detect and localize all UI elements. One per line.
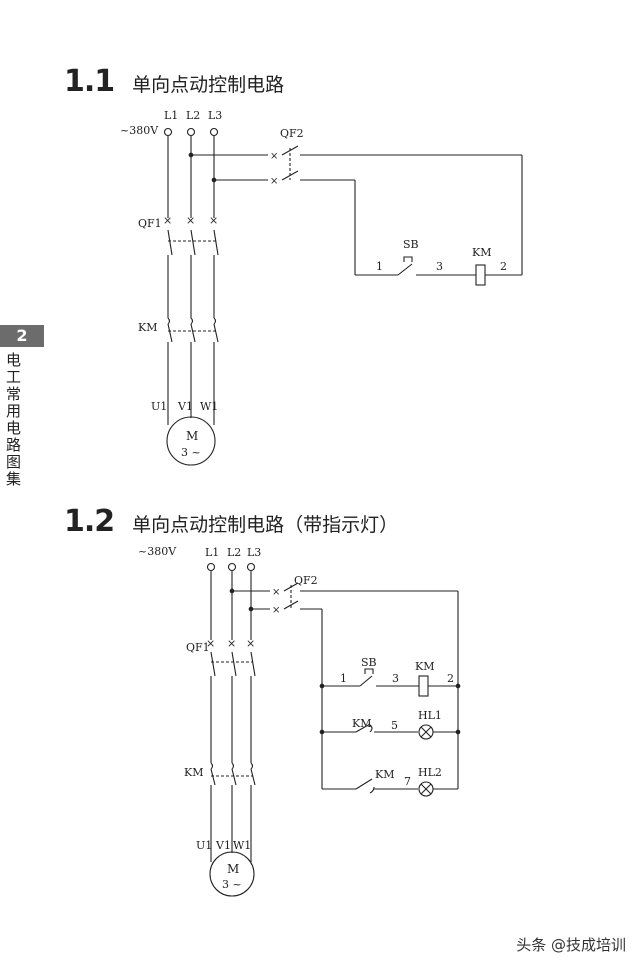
d2-node-3: 3 xyxy=(392,672,399,685)
d2-node-5: 5 xyxy=(391,719,398,732)
section-2-number: 1.2 xyxy=(64,504,115,539)
d1-l1-label: L1 xyxy=(164,109,178,122)
chapter-number-tab: 2 xyxy=(0,325,44,347)
d1-node-2: 2 xyxy=(500,260,507,273)
d2-node-1: 1 xyxy=(340,672,347,685)
section-1-title: 单向点动控制电路 xyxy=(132,74,285,96)
d2-coil-label: KM xyxy=(415,660,434,673)
watermark-text: 头条 @技成培训 xyxy=(516,936,626,954)
svg-text:×: × xyxy=(270,151,278,162)
d1-v1: V1 xyxy=(177,400,193,413)
d1-sb-button xyxy=(403,256,413,262)
d1-terminal-l1 xyxy=(163,127,173,137)
d2-sb-label: SB xyxy=(361,656,377,669)
chapter-title: 电工常用电路图集 xyxy=(6,351,22,488)
svg-text:×: × xyxy=(246,637,255,650)
d1-l2-label: L2 xyxy=(186,109,200,122)
d2-l2-label: L2 xyxy=(227,546,241,559)
d1-sb-contact xyxy=(397,263,413,276)
svg-text:×: × xyxy=(272,587,280,598)
d1-motor xyxy=(166,416,216,466)
section-1-number: 1.1 xyxy=(64,64,115,99)
d2-node-2: 2 xyxy=(447,672,454,685)
svg-text:×: × xyxy=(209,214,218,227)
d2-km-aux-1 xyxy=(355,723,371,733)
section-2-heading: 1.2 单向点动控制电路（带指示灯） xyxy=(64,504,398,539)
d2-node-7: 7 xyxy=(404,775,411,788)
d2-v1: V1 xyxy=(215,839,231,852)
d1-w1: W1 xyxy=(200,400,218,413)
d2-qf1-blade-1 xyxy=(210,651,216,677)
d2-hl2-label: HL2 xyxy=(418,766,442,779)
d2-terminal-l2 xyxy=(227,562,237,572)
d1-km-contact-1 xyxy=(167,323,173,343)
d2-u1: U1 xyxy=(196,839,212,852)
d2-qf1-label: QF1 xyxy=(186,641,210,654)
d1-terminal-l3 xyxy=(209,127,219,137)
d2-sb-button xyxy=(364,668,374,674)
d2-w1: W1 xyxy=(233,839,251,852)
diagram-1: ~380V L1 L2 L3 × × QF2 SB KM xyxy=(120,109,523,466)
d2-motor xyxy=(209,851,255,897)
d2-motor-label: M xyxy=(227,862,239,876)
d1-qf1-blade-1 xyxy=(167,229,173,256)
d2-l1-label: L1 xyxy=(205,546,219,559)
svg-text:×: × xyxy=(270,176,278,187)
d1-u1: U1 xyxy=(151,400,167,413)
d2-terminal-l1 xyxy=(206,562,216,572)
svg-text:×: × xyxy=(163,214,172,227)
d2-sb-contact xyxy=(359,675,373,687)
watermark: 头条 @技成培训 xyxy=(516,934,626,955)
d2-km-aux-2 xyxy=(355,778,373,790)
d2-qf2-label: QF2 xyxy=(294,574,318,587)
svg-text:×: × xyxy=(272,605,280,616)
d1-coil-label: KM xyxy=(472,246,491,259)
d2-aux1-label: KM xyxy=(352,717,371,730)
d1-motor-sub: 3 ~ xyxy=(181,446,201,459)
section-2-title: 单向点动控制电路（带指示灯） xyxy=(132,514,399,536)
d1-l3-label: L3 xyxy=(208,109,222,122)
d2-terminal-l3 xyxy=(246,562,256,572)
d1-voltage: ~380V xyxy=(120,124,159,137)
d2-hl1-label: HL1 xyxy=(418,709,442,722)
svg-text:×: × xyxy=(186,214,195,227)
d2-km-label: KM xyxy=(184,766,203,779)
svg-text:×: × xyxy=(206,637,215,650)
d1-sb-label: SB xyxy=(403,238,419,251)
d2-km-coil xyxy=(418,675,429,697)
d1-terminal-l2 xyxy=(186,127,196,137)
d1-km-label: KM xyxy=(138,321,157,334)
d1-qf2-label: QF2 xyxy=(280,127,304,140)
d1-km-coil xyxy=(475,264,486,286)
d2-voltage: ~380V xyxy=(138,545,177,558)
d1-node-1: 1 xyxy=(376,260,383,273)
d2-motor-sub: 3 ~ xyxy=(222,878,242,891)
d2-km-contact-1 xyxy=(210,768,216,786)
d1-node-3: 3 xyxy=(436,260,443,273)
section-1-heading: 1.1 单向点动控制电路 xyxy=(64,64,284,99)
svg-text:×: × xyxy=(227,637,236,650)
d1-motor-label: M xyxy=(186,429,198,443)
d1-qf1-label: QF1 xyxy=(138,217,162,230)
d2-aux2-label: KM xyxy=(375,768,394,781)
d2-l3-label: L3 xyxy=(247,546,261,559)
diagram-2: ~380V L1 L2 L3 × × QF2 xyxy=(138,545,461,897)
